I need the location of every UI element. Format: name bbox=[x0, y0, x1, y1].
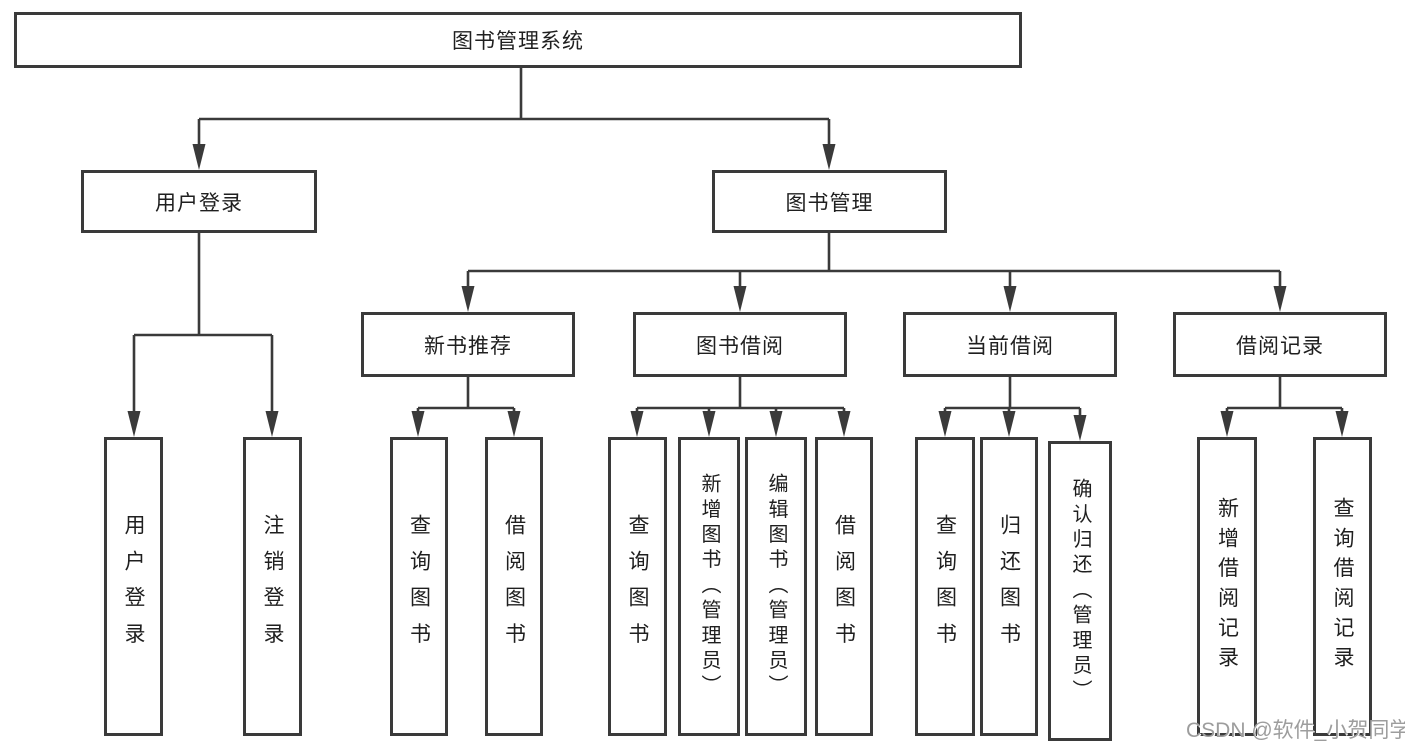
leaf-query-books-current: 查询图书 bbox=[915, 437, 975, 736]
leaf-edit-book-admin-label: 编辑图书（管理员） bbox=[765, 473, 787, 700]
node-root: 图书管理系统 bbox=[14, 12, 1022, 68]
leaf-add-borrow-record-label: 新增借阅记录 bbox=[1215, 497, 1239, 676]
arrowhead-icon bbox=[192, 144, 206, 170]
leaf-add-book-admin-label: 新增图书（管理员） bbox=[698, 473, 720, 700]
arrowhead-icon bbox=[1003, 286, 1017, 312]
arrowhead-icon bbox=[1002, 411, 1016, 437]
node-new-book-recommend: 新书推荐 bbox=[361, 312, 575, 377]
leaf-query-books-borrow: 查询图书 bbox=[608, 437, 667, 736]
arrowhead-icon bbox=[127, 411, 141, 437]
node-book-borrow-label: 图书借阅 bbox=[696, 334, 784, 358]
arrowhead-icon bbox=[1335, 411, 1349, 437]
arrowhead-icon bbox=[1073, 415, 1087, 441]
arrowhead-icon bbox=[733, 286, 747, 312]
node-current-borrow: 当前借阅 bbox=[903, 312, 1117, 377]
leaf-query-books-borrow-label: 查询图书 bbox=[626, 514, 649, 659]
leaf-confirm-return-admin: 确认归还（管理员） bbox=[1048, 441, 1112, 741]
node-root-label: 图书管理系统 bbox=[452, 30, 584, 53]
node-new-book-recommend-label: 新书推荐 bbox=[424, 334, 512, 358]
leaf-return-books: 归还图书 bbox=[980, 437, 1038, 736]
leaf-logout: 注销登录 bbox=[243, 437, 302, 736]
node-book-management: 图书管理 bbox=[712, 170, 947, 233]
arrowhead-icon bbox=[411, 411, 425, 437]
connector-book-management bbox=[466, 233, 1282, 294]
arrowhead-icon bbox=[702, 411, 716, 437]
node-user-login-label: 用户登录 bbox=[155, 191, 243, 215]
node-borrow-records: 借阅记录 bbox=[1173, 312, 1387, 377]
arrowhead-icon bbox=[1220, 411, 1234, 437]
arrowhead-icon bbox=[837, 411, 851, 437]
arrowhead-icon bbox=[769, 411, 783, 437]
arrowhead-icon bbox=[507, 411, 521, 437]
leaf-confirm-return-admin-label: 确认归还（管理员） bbox=[1069, 477, 1091, 705]
arrowhead-icon bbox=[265, 411, 279, 437]
leaf-query-borrow-record-label: 查询借阅记录 bbox=[1331, 497, 1354, 676]
leaf-return-books-label: 归还图书 bbox=[997, 514, 1021, 659]
arrowhead-icon bbox=[461, 286, 475, 312]
arrowhead-icon bbox=[938, 411, 952, 437]
leaf-borrow-books-recommend-label: 借阅图书 bbox=[502, 514, 526, 659]
connector-book-borrow bbox=[635, 377, 846, 420]
connector-current-borrow bbox=[943, 377, 1082, 424]
node-book-management-label: 图书管理 bbox=[785, 191, 874, 215]
leaf-borrow-books-recommend: 借阅图书 bbox=[485, 437, 543, 736]
leaf-user-login: 用户登录 bbox=[104, 437, 163, 736]
leaf-add-book-admin: 新增图书（管理员） bbox=[678, 437, 740, 736]
leaf-query-books-recommend: 查询图书 bbox=[390, 437, 448, 736]
arrowhead-icon bbox=[630, 411, 644, 437]
leaf-borrow-books-label: 借阅图书 bbox=[832, 514, 856, 659]
node-book-borrow: 图书借阅 bbox=[633, 312, 847, 377]
leaf-query-borrow-record: 查询借阅记录 bbox=[1313, 437, 1372, 736]
watermark: CSDN @软件_小贺同学 bbox=[1186, 719, 1405, 742]
node-borrow-records-label: 借阅记录 bbox=[1236, 334, 1324, 358]
leaf-logout-label: 注销登录 bbox=[261, 514, 284, 659]
leaf-query-books-recommend-label: 查询图书 bbox=[407, 514, 431, 659]
arrowhead-icon bbox=[1273, 286, 1287, 312]
connector-new-book-recommend bbox=[416, 377, 516, 420]
connector-user-login bbox=[132, 233, 274, 418]
leaf-borrow-books: 借阅图书 bbox=[815, 437, 873, 736]
node-current-borrow-label: 当前借阅 bbox=[966, 334, 1054, 358]
connector-borrow-records bbox=[1225, 377, 1344, 420]
leaf-user-login-label: 用户登录 bbox=[122, 514, 145, 659]
node-user-login: 用户登录 bbox=[81, 170, 317, 233]
leaf-query-books-current-label: 查询图书 bbox=[933, 514, 957, 659]
leaf-add-borrow-record: 新增借阅记录 bbox=[1197, 437, 1257, 736]
connector-root bbox=[197, 68, 831, 150]
leaf-edit-book-admin: 编辑图书（管理员） bbox=[745, 437, 807, 736]
arrowhead-icon bbox=[822, 144, 836, 170]
